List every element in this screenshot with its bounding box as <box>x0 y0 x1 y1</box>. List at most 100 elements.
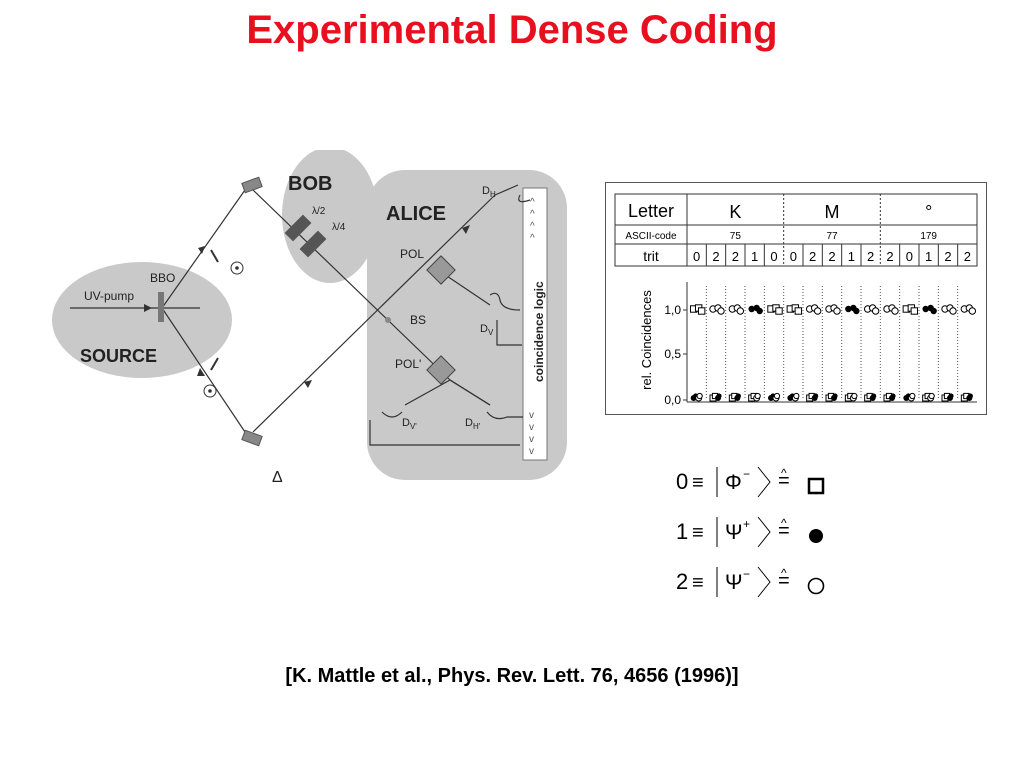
equivalence-symbol: ≡ <box>692 472 704 494</box>
marker-open-circle <box>871 307 880 315</box>
marker-open-square <box>775 307 783 315</box>
legend-state: Ψ <box>725 571 743 594</box>
table-trit: 1 <box>848 249 855 264</box>
marker-open-square <box>697 307 706 315</box>
marker-open-circle <box>928 392 935 400</box>
marker-open-circle <box>949 307 957 315</box>
table-ascii: 75 <box>730 231 742 242</box>
legend-row: 2≡Ψ−=^ <box>676 566 825 598</box>
legend-number: 2 <box>676 569 688 594</box>
table-trit: 0 <box>693 249 700 264</box>
coincidence-plot: 1,0 0,5 0,0 rel. Coincidences <box>639 282 977 407</box>
alice-region <box>367 170 567 480</box>
detector-dv: DV <box>480 323 494 337</box>
marker-open-circle <box>968 307 977 315</box>
marker-filled-circle <box>967 393 973 399</box>
pol-label: POL <box>400 247 424 261</box>
uv-pump-label: UV-pump <box>84 289 134 303</box>
equivalence-symbol: ≡ <box>692 522 704 544</box>
marker-filled-circle <box>930 307 937 315</box>
corresponds-symbol: = <box>778 520 790 542</box>
polarization-symbols <box>203 261 244 398</box>
compensators <box>210 249 219 371</box>
marker-open-circle <box>736 307 745 315</box>
legend-sign: − <box>743 467 750 481</box>
table-trit: 2 <box>964 249 971 264</box>
legend-row: 1≡Ψ+=^ <box>676 516 823 548</box>
half-wave-label: λ/2 <box>312 206 326 217</box>
svg-text:v: v <box>529 434 534 445</box>
state-legend: 0≡Φ−=^1≡Ψ+=^2≡Ψ−=^ <box>676 466 825 598</box>
svg-text:v: v <box>529 422 534 433</box>
legend-row: 0≡Φ−=^ <box>676 466 825 498</box>
y-axis-label: rel. Coincidences <box>639 290 654 390</box>
delta-label: Δ <box>272 469 283 486</box>
marker-filled-circle <box>813 393 819 399</box>
coincidence-logic-box <box>522 187 548 461</box>
coincidence-logic-label: coincidence logic <box>532 281 546 382</box>
table-trit: 0 <box>906 249 913 264</box>
quarter-wave-plate <box>299 230 327 258</box>
bob-region <box>282 150 378 283</box>
table-trit: 2 <box>732 249 739 264</box>
marker-filled-circle <box>853 307 860 315</box>
svg-text:v: v <box>529 410 534 421</box>
ket-angle <box>757 466 771 498</box>
bob-label: BOB <box>288 173 332 195</box>
marker-filled-circle <box>748 305 755 313</box>
pol-prime-polarizer <box>426 355 456 385</box>
table-trit: 0 <box>790 249 797 264</box>
pol-prime-label: POL' <box>395 357 421 371</box>
row-header-letter: Letter <box>628 201 674 221</box>
table-trit: 2 <box>944 249 951 264</box>
mirrors <box>241 176 263 447</box>
legend-sign: − <box>743 567 750 581</box>
table-trit: 2 <box>867 249 874 264</box>
half-wave-plate <box>284 214 312 242</box>
table-trit: 0 <box>770 249 777 264</box>
table-letter: K <box>729 202 741 222</box>
marker-open-circle <box>773 392 781 400</box>
marker-open-circle <box>717 307 725 315</box>
marker-filled-circle <box>948 393 954 399</box>
marker-open-circle <box>851 392 858 400</box>
row-header-ascii: ASCII-code <box>625 231 677 242</box>
y-tick-label: 1,0 <box>664 303 681 317</box>
marker-filled-circle <box>735 393 741 399</box>
quarter-wave-label: λ/4 <box>332 222 346 233</box>
legend-number: 1 <box>676 519 688 544</box>
detector-dh: DH <box>482 185 496 199</box>
y-tick-label: 0,5 <box>664 347 681 361</box>
ket-angle <box>757 516 771 548</box>
marker-open-circle <box>891 307 899 315</box>
detector-dvp: DV' <box>402 417 417 431</box>
alice-label: ALICE <box>386 203 446 225</box>
y-tick-label: 0,0 <box>664 393 681 407</box>
marker-open-circle <box>696 392 703 400</box>
source-region <box>52 262 232 378</box>
table-ascii: 77 <box>826 231 838 242</box>
table-trit: 1 <box>751 249 758 264</box>
corresponds-symbol: = <box>778 470 790 492</box>
pol-polarizer <box>426 255 456 285</box>
legend-marker-filled-circle <box>809 529 823 543</box>
source-label: SOURCE <box>80 346 157 366</box>
marker-open-circle <box>813 307 822 315</box>
bbo-crystal <box>158 292 164 322</box>
citation: [K. Mattle et al., Phys. Rev. Lett. 76, … <box>285 665 739 687</box>
marker-open-circle <box>793 392 800 400</box>
beam-splitter <box>385 317 391 323</box>
legend-sign: + <box>743 517 750 531</box>
page-title: Experimental Dense Coding <box>246 8 778 52</box>
marker-filled-circle <box>716 393 722 399</box>
table-letter: M <box>825 202 840 222</box>
marker-open-circle <box>833 307 841 315</box>
marker-filled-circle <box>845 305 852 313</box>
table-trit: 2 <box>828 249 835 264</box>
bbo-label: BBO <box>150 271 175 285</box>
equivalence-symbol: ≡ <box>692 572 704 594</box>
